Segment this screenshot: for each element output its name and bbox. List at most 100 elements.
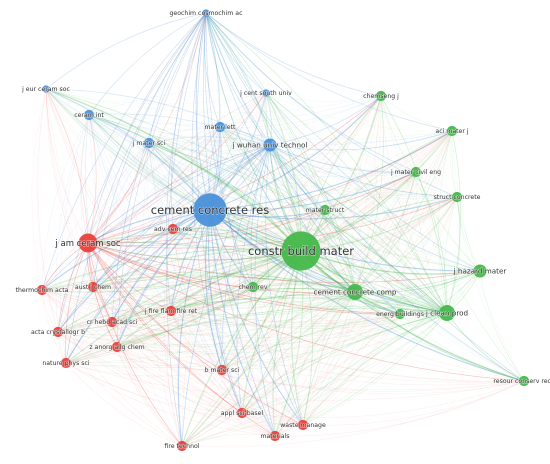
node-materials[interactable] <box>269 430 281 442</box>
link-ccc-jmatercivil <box>354 171 417 293</box>
link-acimater-jcleanprod <box>438 130 453 314</box>
node-ccr[interactable] <box>193 193 227 227</box>
node-firetechnol[interactable] <box>176 440 188 452</box>
node-advcem[interactable] <box>167 223 179 235</box>
link-ccr-jcleanprod <box>209 209 448 314</box>
link-naturephys-chemrev <box>65 286 254 364</box>
link-structconcrete-materstruct <box>324 194 458 211</box>
link-jcent-structconcrete <box>265 92 458 198</box>
node-energbuild[interactable] <box>394 308 406 320</box>
link-wastemanage-acimater <box>302 130 453 426</box>
link-ceramint-firetechnol <box>88 114 183 447</box>
node-jcent[interactable] <box>262 89 270 97</box>
node-thermo[interactable] <box>36 284 48 296</box>
link-jamceram-materials <box>87 242 276 437</box>
node-resour[interactable] <box>518 375 530 387</box>
link-materials-firetechnol <box>181 434 276 447</box>
link-cbm-applsci <box>241 250 302 414</box>
link-geochim-ccc <box>205 12 356 293</box>
link-jmatercivil-chemrev <box>252 171 417 288</box>
link-geochim-materlett <box>204 12 221 128</box>
node-materstruct[interactable] <box>319 204 331 216</box>
link-ceramint-wastemanage <box>88 114 304 426</box>
link-jamceram-energbuild <box>87 242 401 315</box>
link-thermo-wastemanage <box>41 289 304 426</box>
link-naturephys-resour <box>65 362 525 401</box>
node-acimater[interactable] <box>446 125 458 137</box>
node-naturephys[interactable] <box>60 357 72 369</box>
node-ceramint[interactable] <box>83 109 95 121</box>
link-geochim-austj <box>92 12 207 288</box>
node-jmatercivil[interactable] <box>410 166 422 178</box>
link-acimater-materstruct <box>324 130 453 211</box>
link-jamceram-chemrev <box>87 242 254 288</box>
link-jeurceram-materials <box>45 88 276 437</box>
link-advcem-wastemanage <box>172 228 304 426</box>
link-ccc-jhazard <box>354 270 481 294</box>
link-jmatersci-wuhan <box>148 142 271 152</box>
node-ccc[interactable] <box>347 284 363 300</box>
link-materstruct-ccc <box>324 209 356 293</box>
link-ccc-materlett <box>219 126 356 293</box>
node-chemrev[interactable] <box>247 281 259 293</box>
link-geochim-jmatersci <box>148 12 207 144</box>
link-jcleanprod-materials <box>274 312 448 437</box>
link-naturephys-firetechnol <box>65 362 183 447</box>
node-wastemanage[interactable] <box>297 419 309 431</box>
link-jmatersci-chemrev <box>148 142 254 288</box>
node-austj[interactable] <box>87 281 99 293</box>
link-geochim-jeurceram <box>45 12 207 90</box>
link-crhebd-materstruct <box>111 209 326 323</box>
link-jamceram-materials <box>87 242 276 437</box>
node-jeurceram[interactable] <box>42 85 50 93</box>
node-structconcrete[interactable] <box>451 191 463 203</box>
node-jamceram[interactable] <box>78 233 98 253</box>
link-naturephys-bmatersci <box>65 362 223 377</box>
node-actacryst[interactable] <box>52 326 64 338</box>
link-materlett-wastemanage <box>219 126 304 426</box>
node-chemseng[interactable] <box>375 90 387 102</box>
node-materlett[interactable] <box>214 121 226 133</box>
link-thermo-acimater <box>41 130 453 291</box>
node-crhebd[interactable] <box>106 316 118 328</box>
link-bmatersci-resour <box>221 369 525 395</box>
node-jhazard[interactable] <box>473 264 487 278</box>
node-wuhan[interactable] <box>263 138 277 152</box>
link-jamceram-bmatersci <box>87 242 223 371</box>
link-jamceram-materstruct <box>87 209 326 246</box>
link-ccc-resour <box>354 291 525 382</box>
link-ccc-naturephys <box>65 291 356 364</box>
link-actacryst-jcleanprod <box>57 312 448 348</box>
link-geochim-materlett <box>204 12 221 128</box>
node-jcleanprod[interactable] <box>439 305 455 321</box>
link-advcem-thermo <box>41 228 174 291</box>
node-applsci[interactable] <box>236 407 248 419</box>
link-ceramint-austj <box>80 114 94 288</box>
link-chemrev-ccc <box>252 286 356 297</box>
link-jamceram-materlett <box>87 126 221 244</box>
link-materlett-jcleanprod <box>219 126 448 314</box>
node-jmatersci[interactable] <box>143 137 155 149</box>
node-cbm[interactable] <box>281 231 321 271</box>
link-jamceram-actacryst <box>57 242 89 333</box>
label-chemrev: chem rev <box>238 284 267 291</box>
link-wuhan-actacryst <box>57 144 271 333</box>
link-austj-structconcrete <box>92 196 458 288</box>
link-jcent-jmatersci <box>148 92 267 144</box>
node-zanorg[interactable] <box>111 341 123 353</box>
node-fireflam[interactable] <box>165 305 177 317</box>
node-bmatersci[interactable] <box>216 364 228 376</box>
link-structconcrete-energbuild <box>399 196 458 315</box>
link-ccr-energbuild <box>209 209 401 315</box>
link-ccr-ccc <box>209 209 356 293</box>
link-crhebd-structconcrete <box>111 196 458 323</box>
node-geochim[interactable] <box>202 9 210 17</box>
link-wuhan-jmatercivil <box>269 144 417 173</box>
link-materlett-naturephys <box>65 126 221 364</box>
link-wuhan-jmatersci <box>148 136 271 146</box>
link-jeurceram-thermo <box>31 88 47 291</box>
link-materlett-thermo <box>41 126 221 291</box>
link-jamceram-jmatercivil <box>87 171 417 244</box>
link-actacryst-zanorg <box>57 331 118 348</box>
link-thermo-jhazard <box>41 270 481 308</box>
